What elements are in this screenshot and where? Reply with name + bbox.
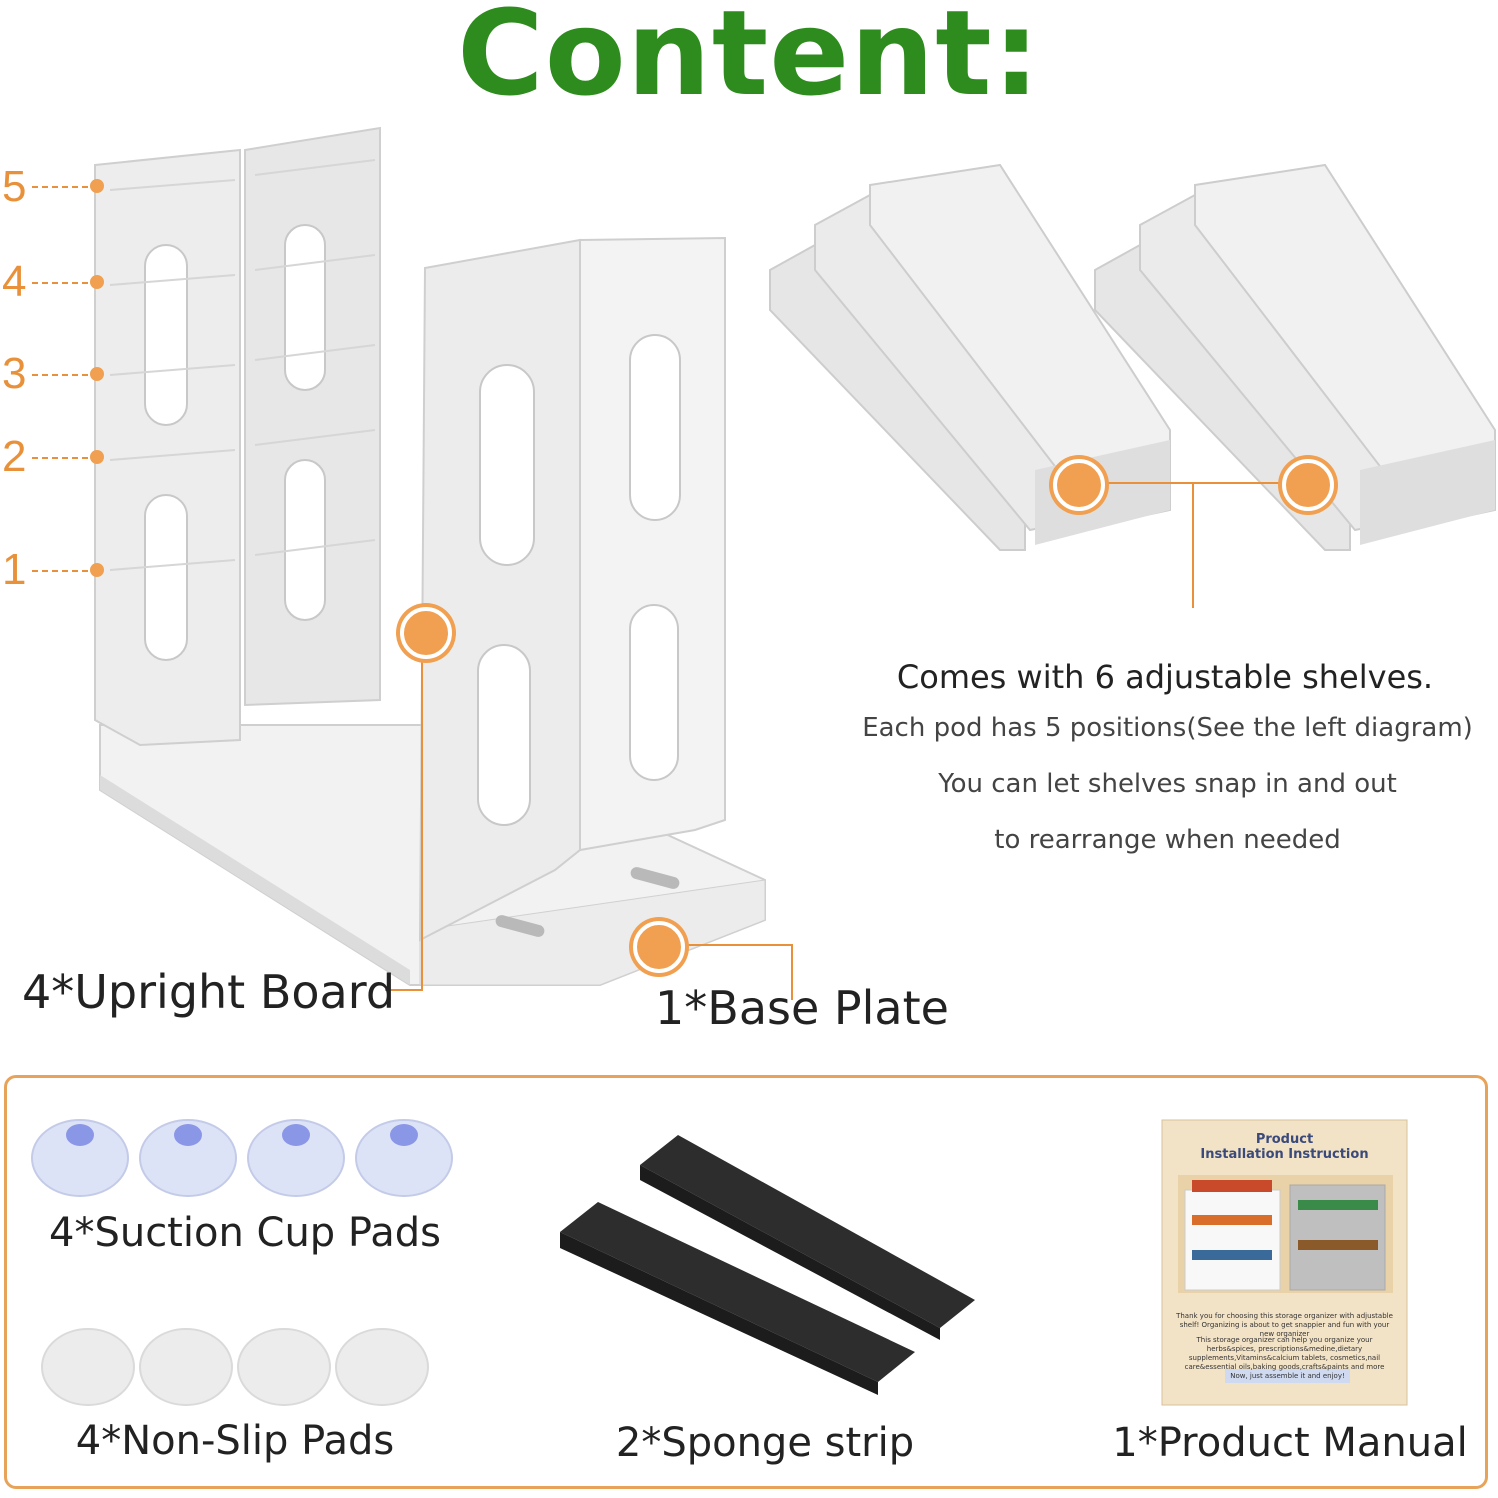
- upright-board-label: 4*Upright Board: [22, 965, 396, 1019]
- position-dot-1: [90, 563, 104, 577]
- base-plate-label: 1*Base Plate: [655, 981, 949, 1035]
- shelves-line-3: to rearrange when needed: [994, 825, 1341, 855]
- position-label-2: 2: [2, 432, 27, 481]
- position-leader-1: [32, 570, 88, 572]
- position-dot-2: [90, 450, 104, 464]
- sponge-strip-image: [560, 1135, 975, 1395]
- sponge-strip-label: 2*Sponge strip: [615, 1420, 915, 1466]
- position-label-5: 5: [2, 162, 27, 211]
- shelves-headline: Comes with 6 adjustable shelves.: [896, 658, 1434, 696]
- product-manual-image: [1161, 1119, 1408, 1406]
- product-manual-label: 1*Product Manual: [1112, 1420, 1468, 1466]
- suction-cup-image: [31, 1119, 453, 1197]
- base-plate-marker: [633, 921, 685, 973]
- page-title: Content:: [457, 0, 1041, 122]
- shelves-line-1: Each pod has 5 positions(See the left di…: [862, 713, 1473, 743]
- position-dot-4: [90, 275, 104, 289]
- position-leader-4: [32, 282, 88, 284]
- accessories-box: [4, 1075, 1488, 1489]
- non-slip-pad-label: 4*Non-Slip Pads: [75, 1418, 395, 1464]
- manual-text-3: Now, just assemble it and enjoy!: [1230, 1372, 1345, 1380]
- suction-cup-label: 4*Suction Cup Pads: [49, 1210, 441, 1256]
- shelves-line-2: You can let shelves snap in and out: [938, 769, 1397, 799]
- position-leader-2: [32, 457, 88, 459]
- position-leader-3: [32, 374, 88, 376]
- position-dot-3: [90, 367, 104, 381]
- upright-board-marker: [400, 607, 452, 659]
- position-leader-5: [32, 186, 88, 188]
- position-label-3: 3: [2, 349, 27, 398]
- manual-title-line-1: Product: [1255, 1132, 1314, 1147]
- shelf-marker-right: [1282, 459, 1334, 511]
- manual-title-line-2: Installation Instruction: [1200, 1147, 1369, 1162]
- non-slip-pad-image: [41, 1328, 429, 1406]
- shelves-left-group: [769, 163, 1171, 551]
- manual-text-1: Thank you for choosing this storage orga…: [1176, 1312, 1393, 1338]
- shelf-marker-left: [1053, 459, 1105, 511]
- position-dot-5: [90, 179, 104, 193]
- back-upright-boards: [94, 126, 381, 747]
- front-upright-boards: [418, 236, 726, 942]
- manual-text-2: This storage organizer can help you orga…: [1184, 1336, 1385, 1371]
- position-label-1: 1: [2, 545, 27, 594]
- callout-lines: [385, 482, 1300, 1000]
- position-label-4: 4: [2, 257, 27, 306]
